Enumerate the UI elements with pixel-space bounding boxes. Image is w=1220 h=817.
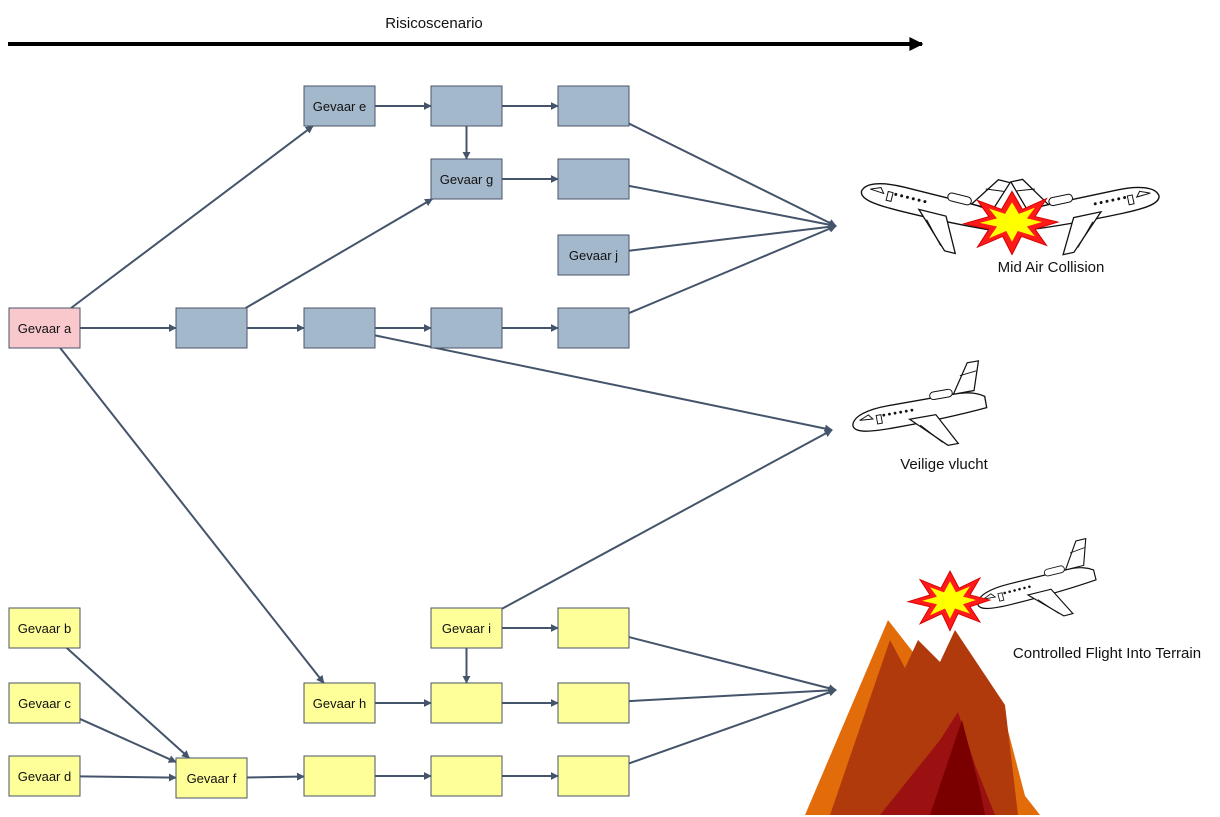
node-gevaar-b[interactable]: Gevaar b — [8, 607, 81, 649]
edge-layer — [59, 102, 837, 782]
node-label: Gevaar j — [569, 248, 618, 263]
edge-d-f — [79, 773, 177, 782]
node-label: Gevaar e — [313, 99, 366, 114]
node-g2[interactable] — [557, 158, 630, 200]
outcome-mid-air-collision: Mid Air Collision — [851, 147, 1168, 276]
edge-f4-outcome-cfit — [628, 688, 837, 765]
node-m2[interactable] — [303, 307, 376, 349]
node-label: Gevaar i — [442, 621, 491, 636]
node-label: Gevaar a — [18, 321, 72, 336]
node-label: Gevaar c — [18, 696, 71, 711]
node-m4[interactable] — [557, 307, 630, 349]
node-h2[interactable] — [430, 682, 503, 724]
edge-m4-outcome-mac — [628, 225, 837, 314]
edge-i2-outcome-cfit — [628, 636, 837, 693]
node-gevaar-h[interactable]: Gevaar h — [303, 682, 376, 724]
edge-m1-g — [245, 198, 433, 309]
mid-air-collision-icon — [851, 147, 1168, 263]
outcome-label: Controlled Flight Into Terrain — [1013, 645, 1201, 662]
node-f2[interactable] — [303, 755, 376, 797]
node-i2[interactable] — [557, 607, 630, 649]
node-label: Gevaar d — [18, 769, 71, 784]
outcome-veilige-vlucht: Veilige vlucht — [844, 360, 993, 473]
edge-c-f — [79, 718, 177, 763]
outcome-label: Mid Air Collision — [998, 259, 1105, 276]
node-m3[interactable] — [430, 307, 503, 349]
node-label: Gevaar b — [18, 621, 71, 636]
node-gevaar-c[interactable]: Gevaar c — [8, 682, 81, 724]
node-label: Gevaar f — [187, 771, 237, 786]
edge-h3-outcome-cfit — [628, 686, 837, 703]
outcome-controlled-flight-into-terrain: Controlled Flight Into Terrain — [805, 537, 1201, 815]
edge-j-outcome-mac — [628, 222, 837, 252]
node-gevaar-e[interactable]: Gevaar e — [303, 85, 376, 127]
edge-f-f2 — [246, 772, 305, 781]
node-gevaar-i[interactable]: Gevaar i — [430, 607, 503, 649]
node-f3[interactable] — [430, 755, 503, 797]
node-e3[interactable] — [557, 85, 630, 127]
edge-i-outcome-veilig — [501, 429, 833, 610]
mountain-crash-icon — [805, 537, 1104, 815]
node-h3[interactable] — [557, 682, 630, 724]
edge-g2-outcome-mac — [628, 184, 837, 229]
node-gevaar-d[interactable]: Gevaar d — [8, 755, 81, 797]
node-label: Gevaar g — [440, 172, 493, 187]
diagram-title: Risicoscenario — [385, 15, 483, 32]
edge-m2-outcome-veilig — [374, 334, 833, 433]
node-f4[interactable] — [557, 755, 630, 797]
edge-a-e — [70, 125, 314, 309]
node-gevaar-j[interactable]: Gevaar j — [557, 234, 630, 276]
node-label: Gevaar h — [313, 696, 366, 711]
outcome-label: Veilige vlucht — [900, 456, 988, 473]
node-m1[interactable] — [175, 307, 248, 349]
node-gevaar-a[interactable]: Gevaar a — [8, 307, 81, 349]
node-gevaar-g[interactable]: Gevaar g — [430, 158, 503, 200]
node-e2[interactable] — [430, 85, 503, 127]
edge-a-h — [59, 347, 325, 684]
edge-b-f — [66, 647, 190, 759]
node-gevaar-f[interactable]: Gevaar f — [175, 757, 248, 799]
node-layer: Gevaar a Gevaar e Gevaar g Gevaar j Geva… — [8, 85, 630, 799]
airplane-icon — [844, 360, 993, 462]
edge-e3-outcome-mac — [628, 122, 837, 227]
